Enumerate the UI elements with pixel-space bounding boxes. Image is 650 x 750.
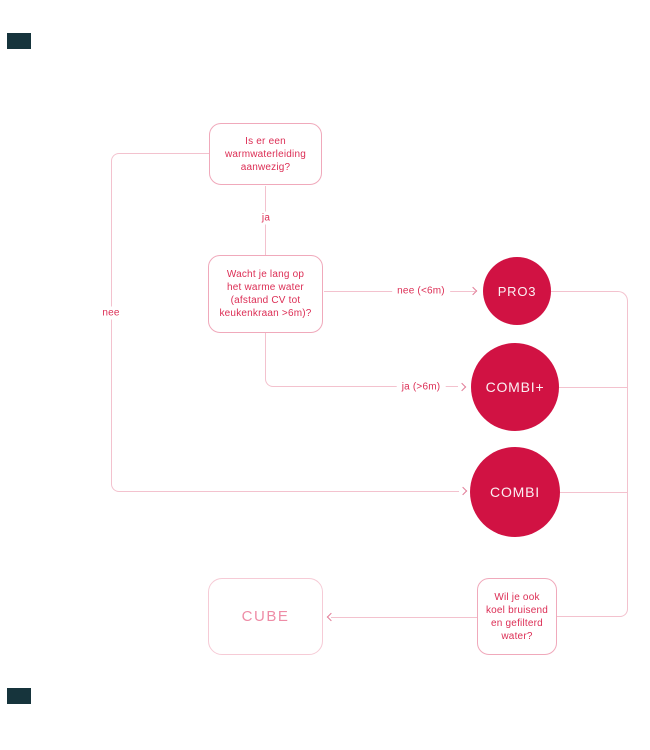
question-line: Wil je ook — [494, 591, 540, 603]
question-line: en gefilterd — [491, 617, 543, 629]
product-box-cube: CUBE — [208, 578, 323, 655]
edge-pro3-down-path — [551, 291, 628, 609]
edge-nee-path-top — [111, 153, 209, 484]
edge-label-ja-6m: ja (>6m) — [396, 380, 446, 394]
question-line: (afstand CV tot — [230, 295, 301, 306]
question-line: koel bruisend — [485, 604, 549, 616]
corner-marker-bottom — [7, 688, 31, 704]
arrowhead-to-combi-icon — [458, 486, 468, 496]
edge-ja-6m-path — [265, 333, 458, 387]
question-box-warmwaterleiding: Is er een warmwaterleiding aanwezig? — [209, 123, 322, 185]
product-node-combiplus: COMBI+ — [471, 343, 559, 431]
edge-combiplus-right-line — [559, 387, 628, 388]
arrowhead-to-cube-icon — [326, 612, 336, 622]
question-line: keukenkraan >6m)? — [219, 308, 312, 319]
edge-label-ja: ja — [256, 211, 276, 225]
question-box-koel-bruisend: Wil je ook koel bruisend en gefilterd wa… — [477, 578, 557, 655]
edge-label-nee-6m: nee (<6m) — [392, 284, 450, 298]
corner-marker-top — [7, 33, 31, 49]
product-node-combi: COMBI — [470, 447, 560, 537]
question-line: Is er een — [245, 135, 286, 147]
arrowhead-to-combiplus-icon — [457, 382, 467, 392]
edge-nee-path-bottom — [111, 484, 459, 492]
edge-combi-right-line — [560, 492, 628, 493]
product-node-pro3: PRO3 — [483, 257, 551, 325]
question-line: het warme water — [227, 282, 304, 293]
question-line: warmwaterleiding — [224, 148, 306, 160]
question-box-wachttijd: Wacht je lang op het warme water (afstan… — [208, 255, 323, 333]
edge-q3-to-cube-line — [331, 617, 477, 618]
question-line: Wacht je lang op — [226, 269, 305, 280]
question-line: aanwezig? — [240, 161, 291, 173]
arrowhead-to-pro3-icon — [468, 286, 478, 296]
question-line: water? — [501, 630, 533, 642]
edge-label-nee: nee — [97, 306, 125, 320]
edge-down-to-q3-path — [557, 609, 628, 617]
